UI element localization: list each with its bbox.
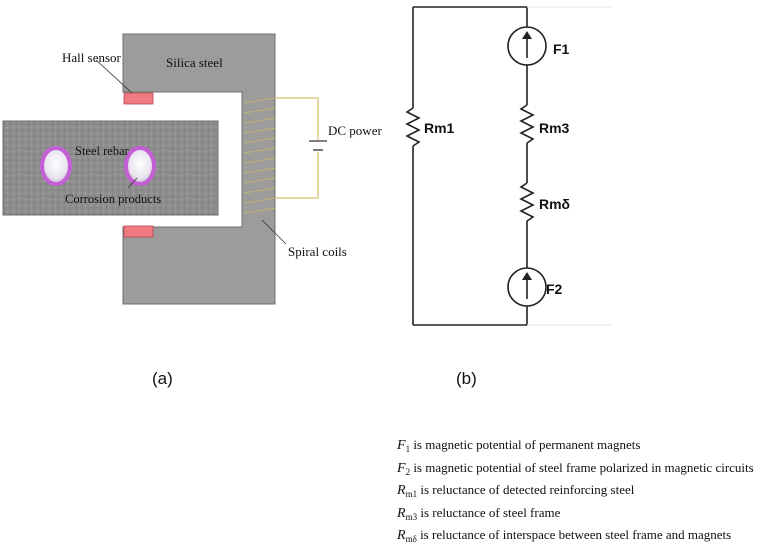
steel-rebar <box>2 120 219 216</box>
legend-item-f2: F2 is magnetic potential of steel frame … <box>397 459 775 482</box>
diagram-b <box>405 6 547 326</box>
corrosion-leader <box>127 177 138 189</box>
legend-text: is magnetic potential of permanent magne… <box>410 437 641 452</box>
hall-sensor-label: Hall sensor <box>62 50 122 65</box>
diagram-a: Hall sensor Silica steel Steel rebar Cor… <box>2 33 382 305</box>
legend-item-f1: F1 is magnetic potential of permanent ma… <box>397 436 775 459</box>
legend-text: is reluctance of steel frame <box>417 504 561 520</box>
f2-arrow-head <box>522 272 532 280</box>
f1-label: F1 <box>553 41 570 57</box>
hall-sensor-bottom <box>123 225 154 238</box>
corrosion-ring-left <box>40 146 72 186</box>
legend-subscript: m3 <box>405 511 418 522</box>
silica-steel-frame <box>122 33 276 305</box>
legend-symbol: F <box>397 460 406 476</box>
legend-item-rmd: Rmδ is reluctance of interspace between … <box>397 526 775 549</box>
legend-text: is magnetic potential of steel frame pol… <box>410 459 754 475</box>
symbol-legend: F1 is magnetic potential of permanent ma… <box>397 436 775 549</box>
legend-symbol: R <box>397 483 406 499</box>
dc-power-label: DC power <box>328 123 382 138</box>
silica-steel-label: Silica steel <box>166 55 223 70</box>
legend-subscript: mδ <box>405 534 417 545</box>
f2-label: F2 <box>546 281 563 297</box>
spiral-coils-leader <box>261 219 287 245</box>
hall-sensor-top <box>123 92 154 105</box>
legend-subscript: 2 <box>405 466 411 477</box>
rmd-label: Rmδ <box>539 196 570 212</box>
caption-b: (b) <box>456 369 477 388</box>
legend-text: is reluctance of interspace between stee… <box>416 527 732 543</box>
resistor-rm1 <box>405 107 421 147</box>
legend-symbol: R <box>397 505 406 521</box>
rm1-label: Rm1 <box>424 120 455 136</box>
hall-sensor-leader <box>95 59 133 94</box>
legend-symbol: R <box>397 528 406 544</box>
spiral-coils-label: Spiral coils <box>288 244 347 259</box>
rm3-label: Rm3 <box>539 120 570 136</box>
legend-subscript: 1 <box>405 444 411 454</box>
legend-item-rm1: Rm1 is reluctance of detected reinforcin… <box>397 481 775 504</box>
legend-item-rm3: Rm3 is reluctance of steel frame <box>397 504 775 527</box>
corrosion-ring-right <box>124 146 156 186</box>
legend-subscript: m1 <box>405 489 418 500</box>
legend-text: is reluctance of detected reinforcing st… <box>417 482 635 498</box>
caption-a: (a) <box>152 369 173 388</box>
resistor-rmd <box>519 182 535 222</box>
legend-symbol: F <box>397 438 406 453</box>
resistor-rm3 <box>519 104 535 144</box>
spiral-coils <box>243 97 277 214</box>
dc-power-wire <box>276 97 319 140</box>
f1-arrow-head <box>522 31 532 39</box>
corrosion-products-label: Corrosion products <box>65 192 161 206</box>
steel-rebar-label: Steel rebar <box>75 144 130 158</box>
dc-power-wire-return <box>276 152 319 199</box>
